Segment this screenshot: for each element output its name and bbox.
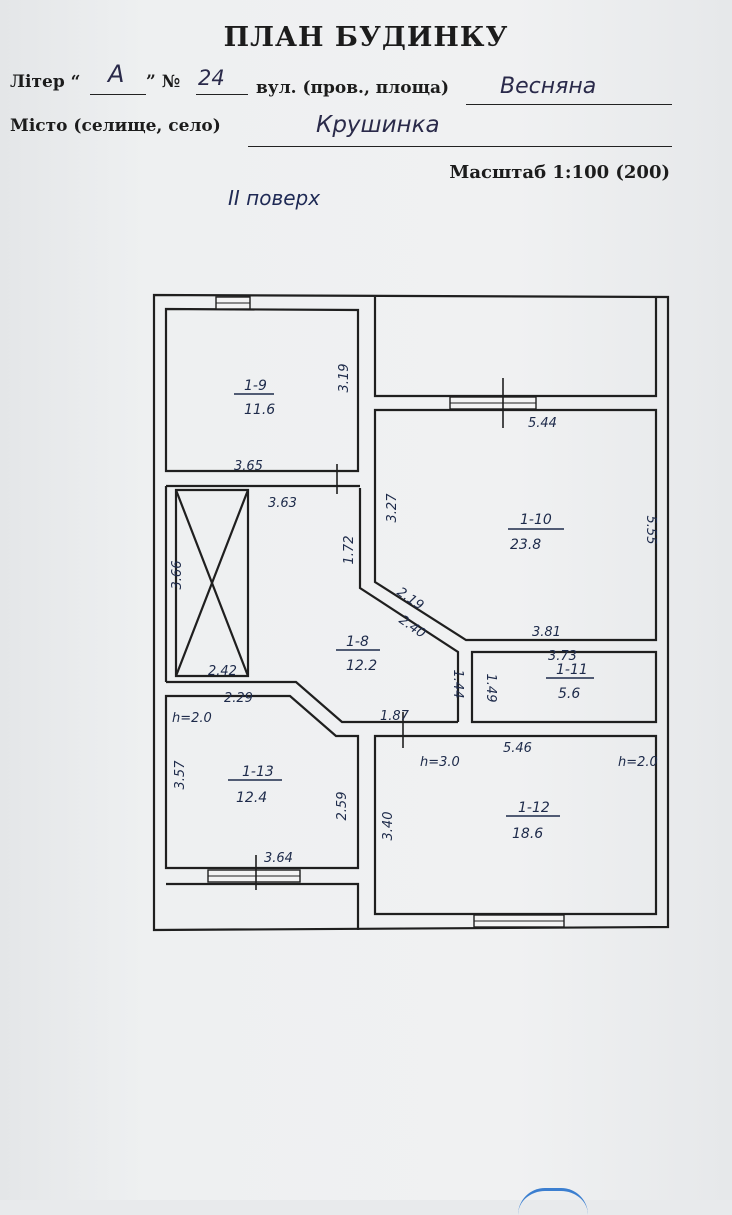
room-area: 12.4 (236, 790, 267, 806)
dimension-label: 3.63 (268, 496, 297, 511)
dimension-label: 3.27 (385, 493, 400, 523)
room-id: 1-10 (520, 512, 552, 528)
lower-left-niche (166, 882, 360, 930)
dimension-label: 2.19 (394, 585, 426, 614)
floor-label: II поверх (228, 186, 321, 210)
dimension-label: 3.64 (264, 851, 293, 866)
stair-cross (174, 489, 250, 677)
dimension-label: 1.72 (342, 536, 357, 565)
room-area: 18.6 (512, 826, 543, 842)
liter-underline (90, 94, 146, 95)
dimension-label: 3.65 (234, 459, 263, 474)
dimension-label: 2.40 (396, 613, 428, 642)
dimension-label: 2.29 (224, 691, 253, 706)
dimension-label: 5.46 (503, 741, 532, 756)
ceiling-height-label: h=3.0 (420, 755, 460, 770)
room-id: 1-8 (346, 634, 369, 650)
street-underline (466, 104, 672, 105)
dimension-label: 1.44 (450, 670, 465, 699)
room-area: 5.6 (558, 686, 580, 702)
dimension-label: 3.81 (532, 625, 561, 640)
dimension-label: 1.49 (483, 674, 498, 703)
liter-value: А (108, 60, 125, 88)
ceiling-height-label: h=2.0 (618, 755, 658, 770)
room-1-13-walls (164, 694, 360, 870)
street-label: вул. (пров., площа) (256, 78, 450, 98)
dimension-label: 3.57 (173, 760, 188, 790)
outer-wall-outer (152, 293, 670, 932)
street-value: Весняна (500, 74, 597, 99)
room-id: 1-13 (242, 764, 274, 780)
city-value: Крушинка (316, 112, 440, 138)
dimension-label: 2.42 (208, 664, 237, 679)
room-area: 11.6 (244, 402, 275, 418)
room-id: 1-9 (244, 378, 267, 394)
room-1-11-walls (470, 650, 658, 724)
balcony-walls (373, 297, 658, 398)
document-title: ПЛАН БУДИНКУ (223, 22, 509, 53)
room-area: 12.2 (346, 658, 377, 674)
ceiling-height-label: h=2.0 (172, 711, 212, 726)
room-1-10-walls (373, 408, 658, 642)
dimension-label: 3.40 (381, 812, 396, 841)
dimension-label: 5.44 (528, 416, 557, 431)
dimension-label: 1.87 (380, 709, 410, 724)
city-underline (248, 146, 672, 147)
room-1-12-walls (373, 734, 658, 916)
corridor-wall-bottom (166, 680, 458, 724)
number-label: ” № (146, 72, 181, 92)
dimension-label: 3.19 (337, 364, 352, 393)
room-area: 23.8 (510, 537, 541, 553)
stamp-fragment (518, 1188, 588, 1215)
dimension-label: 3.66 (170, 561, 185, 590)
dimension-label: 2.59 (335, 792, 350, 821)
dimension-label: 3.73 (548, 649, 577, 664)
room-id: 1-11 (556, 662, 588, 678)
number-value: 24 (198, 66, 225, 90)
scale-label: Масштаб 1:100 (200) (449, 162, 670, 183)
city-label: Місто (селище, село) (10, 116, 221, 136)
room-id: 1-12 (518, 800, 550, 816)
dimension-label: 5.55 (643, 516, 658, 545)
liter-label: Літер “ (10, 72, 81, 92)
number-underline (196, 94, 248, 95)
corridor-wall-right (358, 488, 460, 722)
room-1-9-walls (164, 307, 360, 473)
